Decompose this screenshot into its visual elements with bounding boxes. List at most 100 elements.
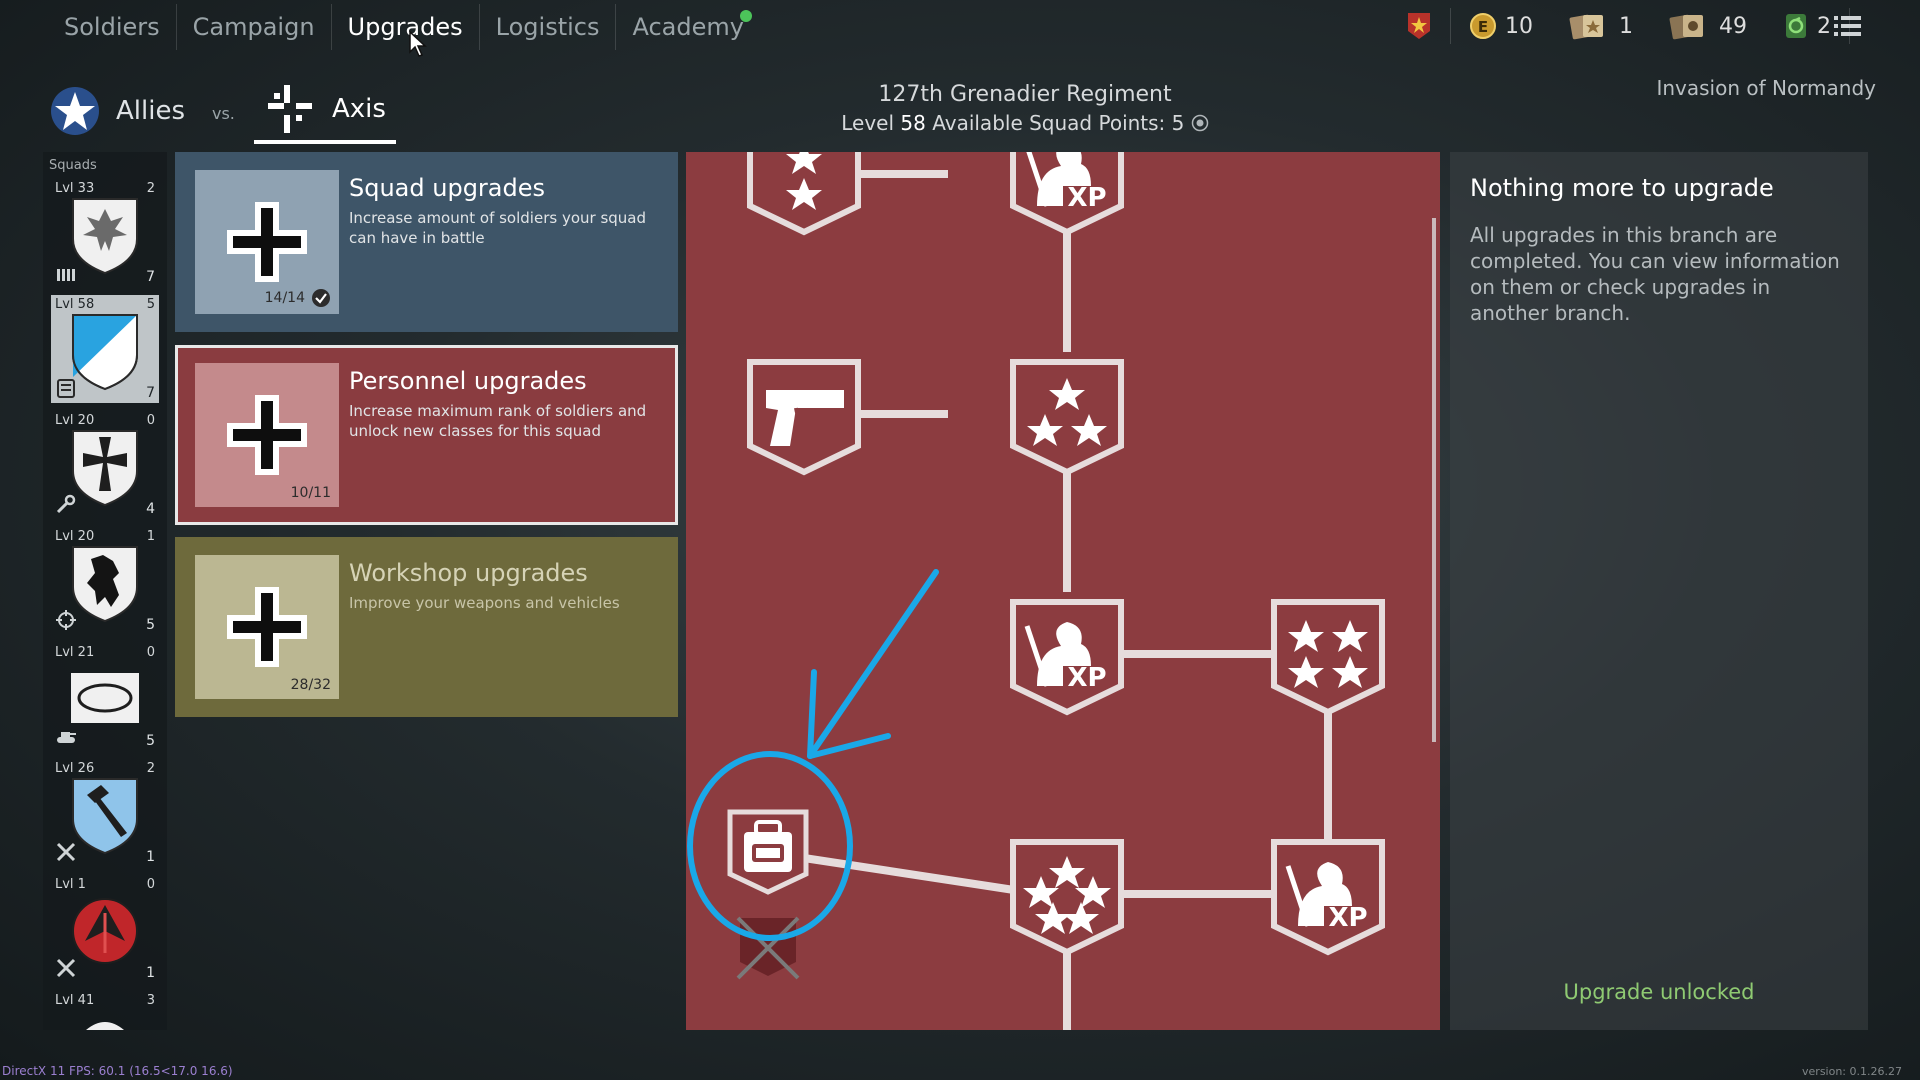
tab-academy-label: Academy — [632, 13, 744, 41]
menu-list-icon[interactable] — [1832, 12, 1864, 40]
campaign-name: Invasion of Normandy — [1656, 76, 1876, 100]
squad-item[interactable]: Lvl 33 2 7 — [51, 179, 159, 287]
red-round-emblem-icon — [72, 898, 138, 964]
oval-emblem-icon — [71, 673, 139, 723]
squads-list: Squads Lvl 33 2 7 Lvl 58 5 — [43, 152, 167, 1030]
balkenkreuz-icon — [227, 587, 307, 667]
vs-label: vs. — [212, 104, 235, 123]
tab-upgrades[interactable]: Upgrades — [332, 4, 480, 50]
regiment-level-line: Level 58 Available Squad Points: 5 — [780, 111, 1270, 135]
info-title: Nothing more to upgrade — [1470, 174, 1774, 202]
crossed-tools-class-icon — [56, 958, 76, 978]
squad-count: 7 — [146, 269, 155, 285]
tab-academy[interactable]: Academy — [616, 4, 759, 50]
faction-allies-button[interactable]: Allies — [50, 78, 185, 144]
crosshair-class-icon — [56, 610, 76, 630]
upgrade-status: Upgrade unlocked — [1563, 980, 1755, 1004]
common-orders-counter[interactable]: 1 — [1551, 12, 1651, 40]
xp-soldier-node[interactable]: XP — [1013, 602, 1121, 712]
xp-soldier-node[interactable]: XP — [1013, 152, 1121, 232]
tab-campaign[interactable]: Campaign — [177, 4, 332, 50]
upgrade-tree-graph: XP XP — [687, 152, 1440, 1030]
squad-level: Lvl 20 — [55, 413, 95, 428]
squad-item[interactable]: Lvl 41 3 — [51, 991, 159, 1030]
squad-level: Lvl 26 — [55, 761, 95, 776]
squad-item[interactable]: Lvl 21 0 5 — [51, 643, 159, 751]
bear-shield-icon — [72, 546, 138, 623]
four-stars-node[interactable] — [1274, 602, 1382, 712]
squad-item[interactable]: Lvl 20 0 4 — [51, 411, 159, 519]
premium-orders-value: 49 — [1719, 13, 1747, 39]
branch-title: Workshop upgrades — [349, 559, 588, 587]
xp-soldier-node[interactable]: XP — [1274, 842, 1382, 952]
balkenkreuz-icon — [227, 395, 307, 475]
squad-points: 2 — [146, 181, 155, 196]
wrench-class-icon — [56, 494, 76, 514]
squad-item[interactable]: Lvl 26 2 1 — [51, 759, 159, 867]
booster-counter[interactable]: 2 — [1765, 12, 1849, 40]
mouse-cursor-icon — [409, 30, 427, 57]
squad-level: Lvl 41 — [55, 993, 95, 1008]
booster-icon — [1786, 14, 1806, 38]
orders-cards-icon — [1569, 14, 1603, 40]
highlight-circle — [687, 751, 853, 941]
version-label: version: 0.1.26.27 — [1802, 1065, 1902, 1078]
regiment-name: 127th Grenadier Regiment — [878, 82, 1172, 107]
tab-logistics[interactable]: Logistics — [480, 4, 617, 50]
squad-item[interactable]: Lvl 20 1 5 — [51, 527, 159, 635]
blue-diagonal-shield-icon — [72, 314, 138, 391]
tab-soldiers[interactable]: Soldiers — [48, 4, 177, 50]
e-coin-counter[interactable]: E 10 — [1451, 12, 1551, 40]
personnel-progress-value: 10/11 — [290, 485, 331, 501]
fps-counter: DirectX 11 FPS: 60.1 (16.5<17.0 16.6) — [2, 1064, 233, 1078]
branch-title: Squad upgrades — [349, 174, 546, 202]
branch-title: Personnel upgrades — [349, 367, 587, 395]
hammer-shield-icon — [72, 778, 138, 855]
rank-badge[interactable] — [1388, 11, 1450, 41]
five-stars-node[interactable] — [1013, 842, 1121, 952]
highlight-arrow-icon — [807, 569, 939, 759]
axis-cross-icon — [268, 85, 312, 133]
squad-points-label: Available Squad Points: — [932, 111, 1166, 135]
squad-level: Lvl 1 — [55, 877, 86, 892]
squad-item-selected[interactable]: Lvl 58 5 7 — [51, 295, 159, 403]
tree-scrollbar[interactable] — [1432, 218, 1436, 742]
allies-star-icon — [51, 87, 99, 135]
upgrade-info-panel: Nothing more to upgrade All upgrades in … — [1450, 152, 1868, 1030]
main-nav: Soldiers Campaign Upgrades Logistics Aca… — [48, 4, 760, 50]
rifle-class-icon — [57, 269, 75, 281]
notification-dot — [739, 10, 752, 22]
workshop-upgrades-branch[interactable]: 28/32 Workshop upgrades Improve your wea… — [175, 537, 678, 717]
backpack-node[interactable] — [727, 809, 809, 895]
personnel-upgrades-branch[interactable]: 10/11 Personnel upgrades Increase maximu… — [175, 345, 678, 525]
squad-points: 0 — [146, 413, 155, 428]
branch-progress: 14/14 — [265, 288, 331, 308]
squad-upgrades-branch[interactable]: 14/14 Squad upgrades Increase amount of … — [175, 152, 678, 332]
upgrade-tree: XP XP — [686, 152, 1440, 1030]
pistol-node[interactable] — [750, 362, 858, 472]
squad-points: 0 — [146, 645, 155, 660]
squad-points: 0 — [146, 877, 155, 892]
squad-item[interactable]: Lvl 1 0 1 — [51, 875, 159, 983]
eagle-shield-icon — [72, 198, 138, 275]
balkenkreuz-icon — [227, 202, 307, 282]
two-stars-node[interactable] — [750, 152, 858, 232]
squad-count: 4 — [146, 501, 155, 517]
three-stars-node[interactable] — [1013, 362, 1121, 472]
xp-label: XP — [1067, 183, 1106, 213]
squad-points: 3 — [146, 993, 155, 1008]
locked-crossed-node-icon — [736, 916, 800, 980]
squad-level: Lvl 21 — [55, 645, 95, 660]
squad-count: 7 — [146, 385, 155, 401]
e-coin-value: 10 — [1505, 13, 1533, 39]
premium-orders-counter[interactable]: 49 — [1651, 12, 1765, 40]
faction-axis-button[interactable]: Axis — [254, 78, 396, 144]
branch-description: Increase maximum rank of soldiers and un… — [349, 402, 647, 440]
branch-icon-box: 28/32 — [195, 555, 339, 699]
svg-text:E: E — [1478, 18, 1488, 36]
common-orders-value: 1 — [1619, 13, 1633, 39]
squads-title: Squads — [49, 158, 97, 173]
squad-progress-value: 14/14 — [264, 290, 305, 306]
branch-icon-box: 10/11 — [195, 363, 339, 507]
